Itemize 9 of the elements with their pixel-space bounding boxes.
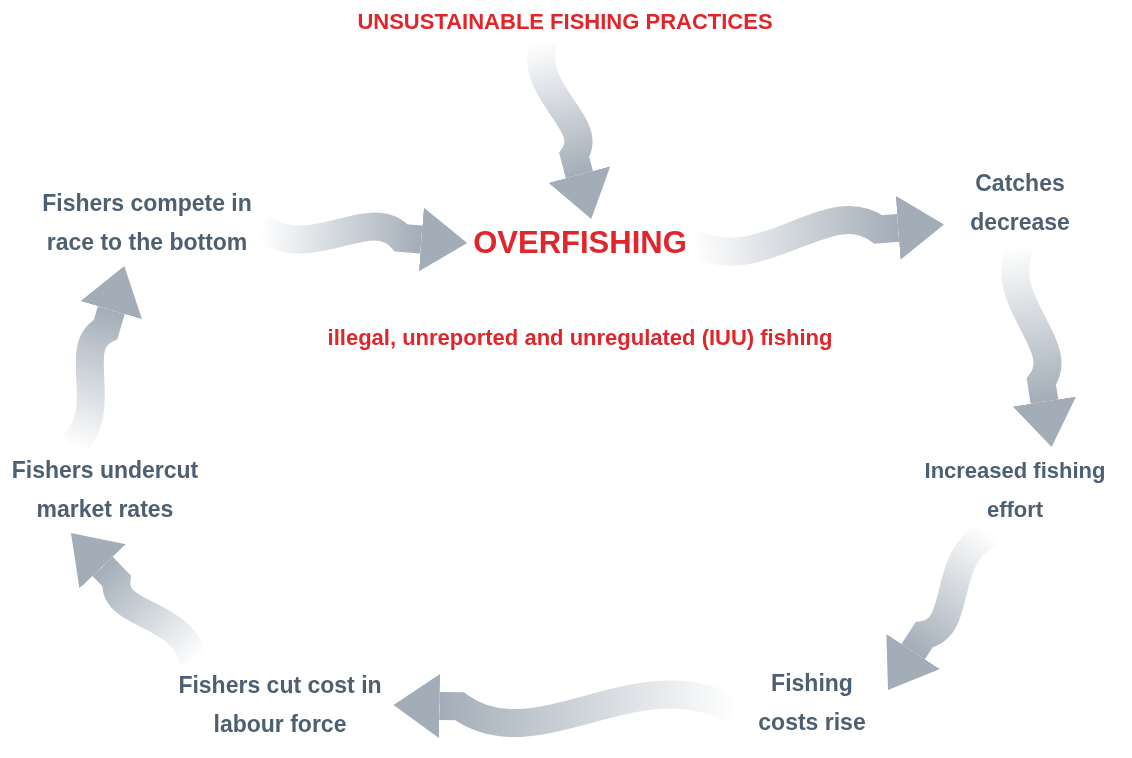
stage-label: Fishers compete in race to the bottom: [33, 180, 261, 266]
stage-label: Catches decrease: [944, 160, 1096, 246]
stage-label: Fishers cut cost in labour force: [166, 662, 394, 748]
stage-label: Fishing costs rise: [736, 660, 888, 746]
heading-label: UNSUSTAINABLE FISHING PRACTICES: [351, 3, 779, 41]
heading-label: OVERFISHING: [467, 219, 693, 267]
stage-label: Fishers undercut market rates: [0, 447, 219, 533]
note-text: illegal, unreported and unregulated (IUU) fishing: [327, 325, 833, 351]
stage-label: Increased fishing effort: [893, 447, 1132, 533]
